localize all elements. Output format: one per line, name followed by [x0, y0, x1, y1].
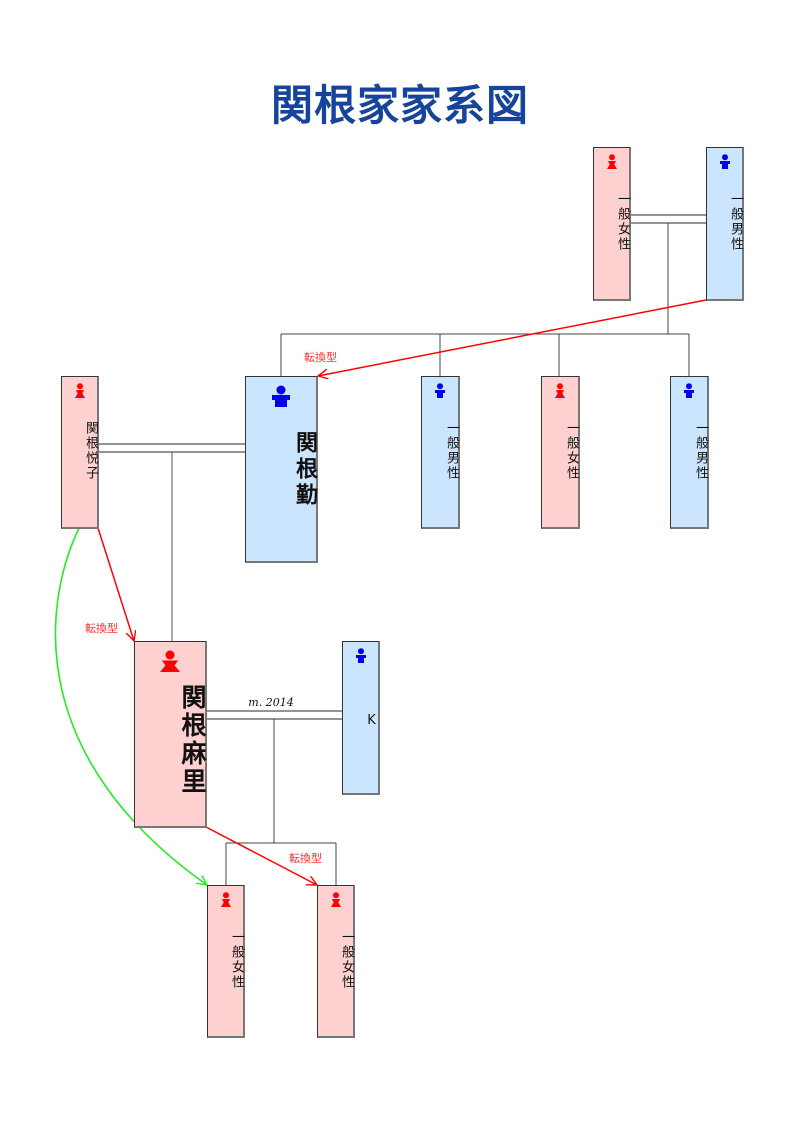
male-icon [272, 385, 290, 407]
person-name: 一般男性 [693, 421, 708, 481]
transition-arrow-mari-grandchild2 [205, 826, 317, 885]
person-box-sibling1[interactable]: 一般男性 [421, 376, 460, 529]
transition-label-2: 転換型 [85, 621, 118, 635]
male-icon [684, 383, 694, 398]
transition-label-1: 転換型 [304, 350, 337, 364]
person-name: K [364, 713, 379, 730]
person-box-tsutomu[interactable]: 関根勤 [245, 376, 318, 563]
marriage-line-mari-k [206, 710, 342, 720]
person-name: 一般女性 [615, 192, 630, 252]
transition-label-3: 転換型 [289, 851, 322, 865]
transition-arrow-etsuko-mari [97, 527, 134, 641]
page-title: 関根家家系図 [270, 81, 529, 130]
person-name: 一般女性 [339, 930, 354, 990]
green-arrow-etsuko-grandchild1 [54, 527, 207, 885]
person-name: 一般男性 [728, 192, 743, 252]
female-icon [160, 650, 180, 672]
female-icon [606, 154, 617, 169]
person-name: 一般女性 [229, 930, 244, 990]
male-icon [435, 383, 445, 398]
person-name: 一般女性 [564, 421, 579, 481]
person-box-sibling2[interactable]: 一般女性 [541, 376, 580, 529]
person-box-grandmother[interactable]: 一般女性 [593, 147, 631, 301]
transition-arrow-grandfather-tsutomu [318, 299, 707, 376]
male-icon [719, 154, 730, 169]
person-box-k[interactable]: K [342, 641, 380, 795]
person-name: 関根悦子 [83, 421, 98, 481]
person-name: 関根麻里 [178, 684, 207, 796]
person-box-grandchild1[interactable]: 一般女性 [207, 885, 245, 1038]
female-icon [74, 383, 85, 398]
female-icon [330, 892, 341, 907]
descent-line-mari [225, 719, 337, 885]
person-box-grandfather[interactable]: 一般男性 [706, 147, 744, 301]
person-name: 関根勤 [292, 431, 318, 509]
person-box-mari[interactable]: 関根麻里 [134, 641, 207, 828]
marriage-year-label: m. 2014 [248, 696, 293, 709]
person-box-grandchild2[interactable]: 一般女性 [317, 885, 355, 1038]
male-icon [355, 648, 366, 663]
person-box-etsuko[interactable]: 関根悦子 [61, 376, 99, 529]
person-name: 一般男性 [444, 421, 459, 481]
marriage-line-grandparents [630, 214, 706, 224]
person-box-sibling3[interactable]: 一般男性 [670, 376, 709, 529]
descent-line-grandparents [280, 223, 690, 376]
female-icon [555, 383, 565, 398]
female-icon [220, 892, 231, 907]
marriage-line-etsuko-tsutomu [98, 443, 245, 453]
